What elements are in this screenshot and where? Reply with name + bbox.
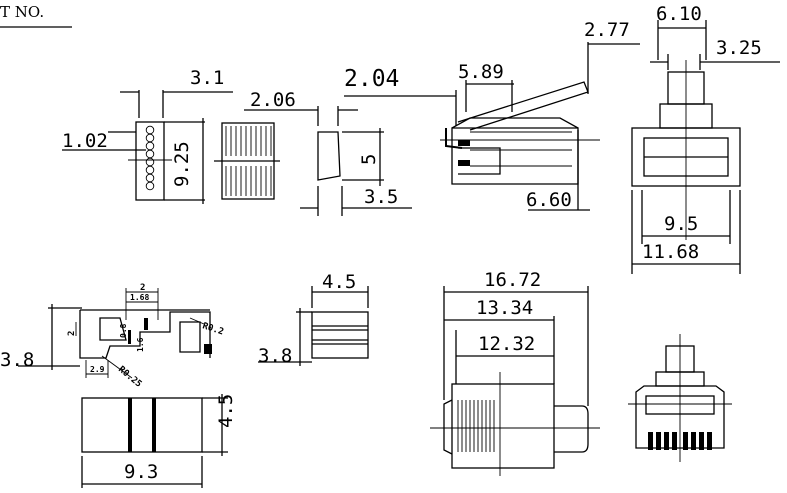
- dim-3-5: 3.5: [364, 186, 398, 208]
- insert-side-view: [214, 122, 280, 200]
- contact-view: [244, 106, 412, 216]
- dim-1-68: 1.68: [130, 293, 149, 302]
- dim-6-10: 6.10: [656, 3, 702, 25]
- dim-0-8: 0.8: [119, 323, 128, 338]
- block-view: [258, 286, 369, 366]
- dim-4-5-body: 4.5: [215, 394, 237, 428]
- dim-13-34: 13.34: [476, 297, 533, 319]
- body-bottom-view: [81, 394, 228, 488]
- dim-5-89: 5.89: [458, 61, 504, 83]
- plug-bottom-view: [430, 286, 600, 476]
- dim-2-9: 2.9: [90, 365, 105, 374]
- dim-9-25: 9.25: [171, 141, 193, 187]
- dim-1-02: 1.02: [62, 130, 108, 152]
- dim-3-25: 3.25: [716, 37, 762, 59]
- dim-3-1: 3.1: [190, 67, 224, 89]
- dim-9-3: 9.3: [124, 461, 158, 483]
- dim-2-77: 2.77: [584, 19, 630, 41]
- dim-4-5-block: 4.5: [322, 271, 356, 293]
- latch-detail-view: [18, 288, 212, 379]
- plug-end-view: [628, 334, 732, 462]
- insert-front-view: [62, 90, 233, 204]
- dim-2-04: 2.04: [344, 66, 399, 92]
- dim-16-72: 16.72: [484, 269, 541, 291]
- dim-3-8-latch: 3.8: [0, 349, 34, 371]
- part-number-label: T NO.: [0, 3, 44, 21]
- dim-11-68: 11.68: [642, 241, 699, 263]
- dim-9-5: 9.5: [664, 213, 698, 235]
- dim-12-32: 12.32: [478, 333, 535, 355]
- dim-2-left: 2: [67, 331, 77, 336]
- dim-r0-2: R0.2: [201, 321, 225, 337]
- dim-2-06: 2.06: [250, 89, 296, 111]
- dim-1-6: 1.6: [136, 337, 145, 352]
- plug-side-view: [344, 42, 640, 211]
- dim-3-8-block: 3.8: [258, 345, 292, 367]
- dim-5: 5: [358, 154, 380, 165]
- dim-r0-25: R0.25: [116, 365, 143, 390]
- plug-front-view: [631, 20, 780, 274]
- dim-6-60: 6.60: [526, 189, 572, 211]
- dim-2-top: 2: [140, 283, 145, 293]
